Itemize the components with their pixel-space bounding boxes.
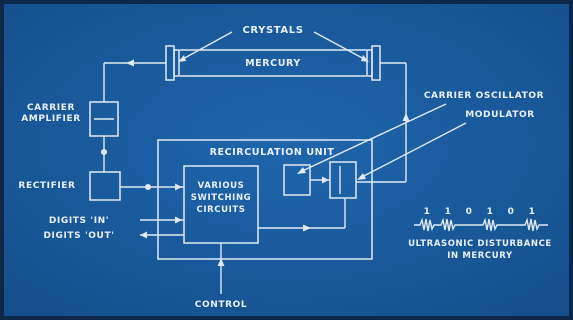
- oscillator-to-modulator-wire: [310, 176, 330, 184]
- ultrasonic-waveform: [414, 217, 548, 232]
- binary-digit: 0: [508, 207, 515, 217]
- ultrasonic-label-line1: ULTRASONIC DISTURBANCE: [408, 239, 552, 249]
- carrier-amplifier-label-line2: AMPLIFIER: [21, 114, 81, 124]
- switching-to-modulator-wire: [258, 198, 346, 232]
- control-label: CONTROL: [195, 300, 247, 310]
- digits-out-label: DIGITS 'OUT': [43, 231, 114, 241]
- switching-label-line1: VARIOUS: [198, 181, 245, 191]
- modulator-block: [329, 161, 357, 199]
- control-wire: [217, 243, 225, 294]
- digits-in-label: DIGITS 'IN': [49, 216, 109, 226]
- switching-label-line3: CIRCUITS: [197, 205, 246, 215]
- rectifier-label: RECTIFIER: [18, 181, 75, 191]
- crystals-pointers: [178, 31, 369, 62]
- carrier-oscillator-label: CARRIER OSCILLATOR: [424, 91, 544, 101]
- binary-digit: 0: [466, 207, 473, 217]
- rectifier-block: [89, 171, 121, 201]
- binary-digit: 1: [445, 207, 452, 217]
- modulator-label: MODULATOR: [465, 110, 535, 120]
- switching-label-line2: SWITCHING: [191, 193, 251, 203]
- output-to-amplifier-wire: [103, 59, 166, 102]
- crystals-label: CRYSTALS: [242, 25, 303, 36]
- carrier-amplifier-label-line1: CARRIER: [27, 103, 75, 113]
- digits-in-wire: [140, 216, 184, 224]
- digits-out-wire: [140, 231, 184, 239]
- diagram-background: [4, 4, 569, 316]
- label-pointers: [297, 103, 467, 180]
- binary-digit: 1: [529, 207, 536, 217]
- amplifier-to-rectifier-wire: [101, 136, 107, 172]
- mercury-tube: [180, 49, 366, 77]
- recirculation-unit-label: RECIRCULATION UNIT: [210, 147, 335, 158]
- ultrasonic-label-line2: IN MERCURY: [447, 251, 513, 261]
- mercury-label: MERCURY: [245, 58, 301, 69]
- binary-digits: 1 1 0 1 0 1: [424, 207, 536, 217]
- rectifier-to-switching-wire: [120, 183, 184, 191]
- binary-digit: 1: [424, 207, 431, 217]
- recirculation-unit-box: [157, 139, 373, 260]
- binary-digit: 1: [487, 207, 494, 217]
